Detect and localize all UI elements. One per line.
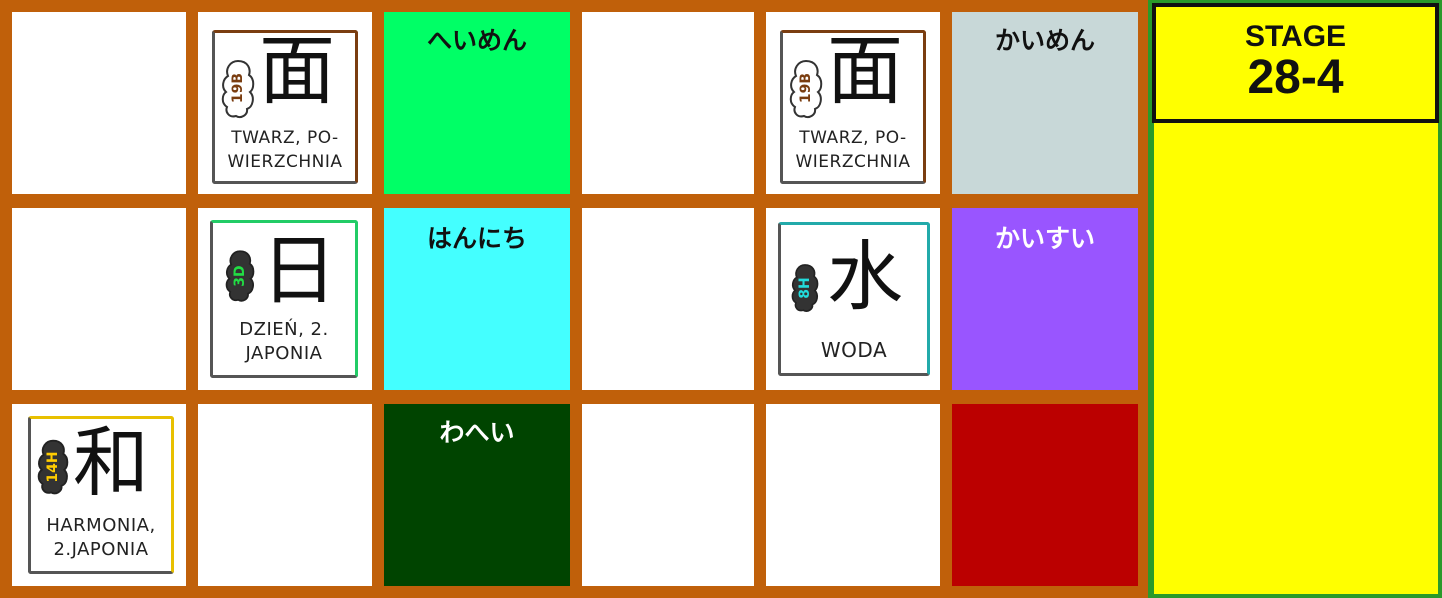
kanji-character: 日 [261, 226, 337, 315]
cloud-icon [221, 59, 255, 119]
board-cell-r3c1[interactable]: 14H 和 HARMONIA, 2.JAPONIA [12, 404, 186, 586]
cloud-icon [789, 59, 823, 119]
kanji-card[interactable]: 19B 面 TWARZ, PO- WIERZCHNIA [212, 30, 358, 184]
reading-label: はんにち [426, 224, 527, 253]
kanji-meaning-line-2: 2.JAPONIA [53, 539, 149, 560]
stage-number: 28-4 [1247, 51, 1344, 104]
board-cell-r2c6[interactable]: かいすい [952, 208, 1138, 390]
kanji-meaning-line-1: HARMONIA, [46, 515, 156, 536]
game-board: 19B 面 TWARZ, PO- WIERZCHNIA へいめん 19B 面 T… [0, 0, 1148, 598]
kanji-code: 19B [230, 72, 246, 104]
board-cell-r1c2[interactable]: 19B 面 TWARZ, PO- WIERZCHNIA [198, 12, 372, 194]
kanji-code: 14H [45, 451, 61, 483]
kanji-character: 水 [827, 232, 903, 321]
board-cell-r1c5[interactable]: 19B 面 TWARZ, PO- WIERZCHNIA [766, 12, 940, 194]
board-cell-r1c3[interactable]: へいめん [384, 12, 570, 194]
board-cell-r3c6[interactable] [952, 404, 1138, 586]
stage-label: STAGE [1244, 20, 1347, 53]
reading-label: へいめん [426, 26, 527, 55]
board-cell-r1c6[interactable]: かいめん [952, 12, 1138, 194]
board-cell-r3c5[interactable] [766, 404, 940, 586]
kanji-meaning-line-1: TWARZ, PO- [799, 128, 907, 148]
cloud-icon [37, 439, 69, 495]
kanji-meaning-line-2: WIERZCHNIA [795, 152, 911, 172]
board-cell-r1c1[interactable] [12, 12, 186, 194]
kanji-meaning-line-2: WIERZCHNIA [227, 152, 343, 172]
kanji-code: 8H [797, 277, 813, 299]
board-cell-r1c4[interactable] [582, 12, 754, 194]
reading-label: わへい [439, 418, 515, 447]
kanji-meaning-line-1: DZIEŃ, 2. [239, 319, 329, 340]
board-cell-r2c4[interactable] [582, 208, 754, 390]
board-cell-r2c2[interactable]: 3D 日 DZIEŃ, 2. JAPONIA [198, 208, 372, 390]
board-cell-r2c1[interactable] [12, 208, 186, 390]
board-cell-r2c5[interactable]: 8H 水 WODA [766, 208, 940, 390]
cloud-icon [791, 264, 819, 312]
board-cell-r2c3[interactable]: はんにち [384, 208, 570, 390]
board-cell-r3c3[interactable]: わへい [384, 404, 570, 586]
cloud-icon [225, 250, 255, 302]
kanji-card[interactable]: 19B 面 TWARZ, PO- WIERZCHNIA [780, 30, 926, 184]
kanji-code: 3D [232, 265, 248, 287]
kanji-card[interactable]: 3D 日 DZIEŃ, 2. JAPONIA [210, 220, 358, 378]
stage-header: STAGE 28-4 [1152, 3, 1439, 123]
kanji-code: 19B [798, 72, 814, 104]
kanji-meaning-line-1: WODA [820, 338, 888, 362]
kanji-character: 面 [827, 26, 903, 115]
kanji-meaning-line-2: JAPONIA [245, 343, 323, 364]
kanji-meaning-line-1: TWARZ, PO- [231, 128, 339, 148]
kanji-card[interactable]: 8H 水 WODA [778, 222, 930, 376]
board-cell-r3c2[interactable] [198, 404, 372, 586]
kanji-character: 和 [73, 418, 149, 507]
kanji-card[interactable]: 14H 和 HARMONIA, 2.JAPONIA [28, 416, 174, 574]
reading-label: かいめん [994, 26, 1095, 55]
reading-label: かいすい [994, 224, 1095, 253]
kanji-character: 面 [259, 26, 335, 115]
board-cell-r3c4[interactable] [582, 404, 754, 586]
